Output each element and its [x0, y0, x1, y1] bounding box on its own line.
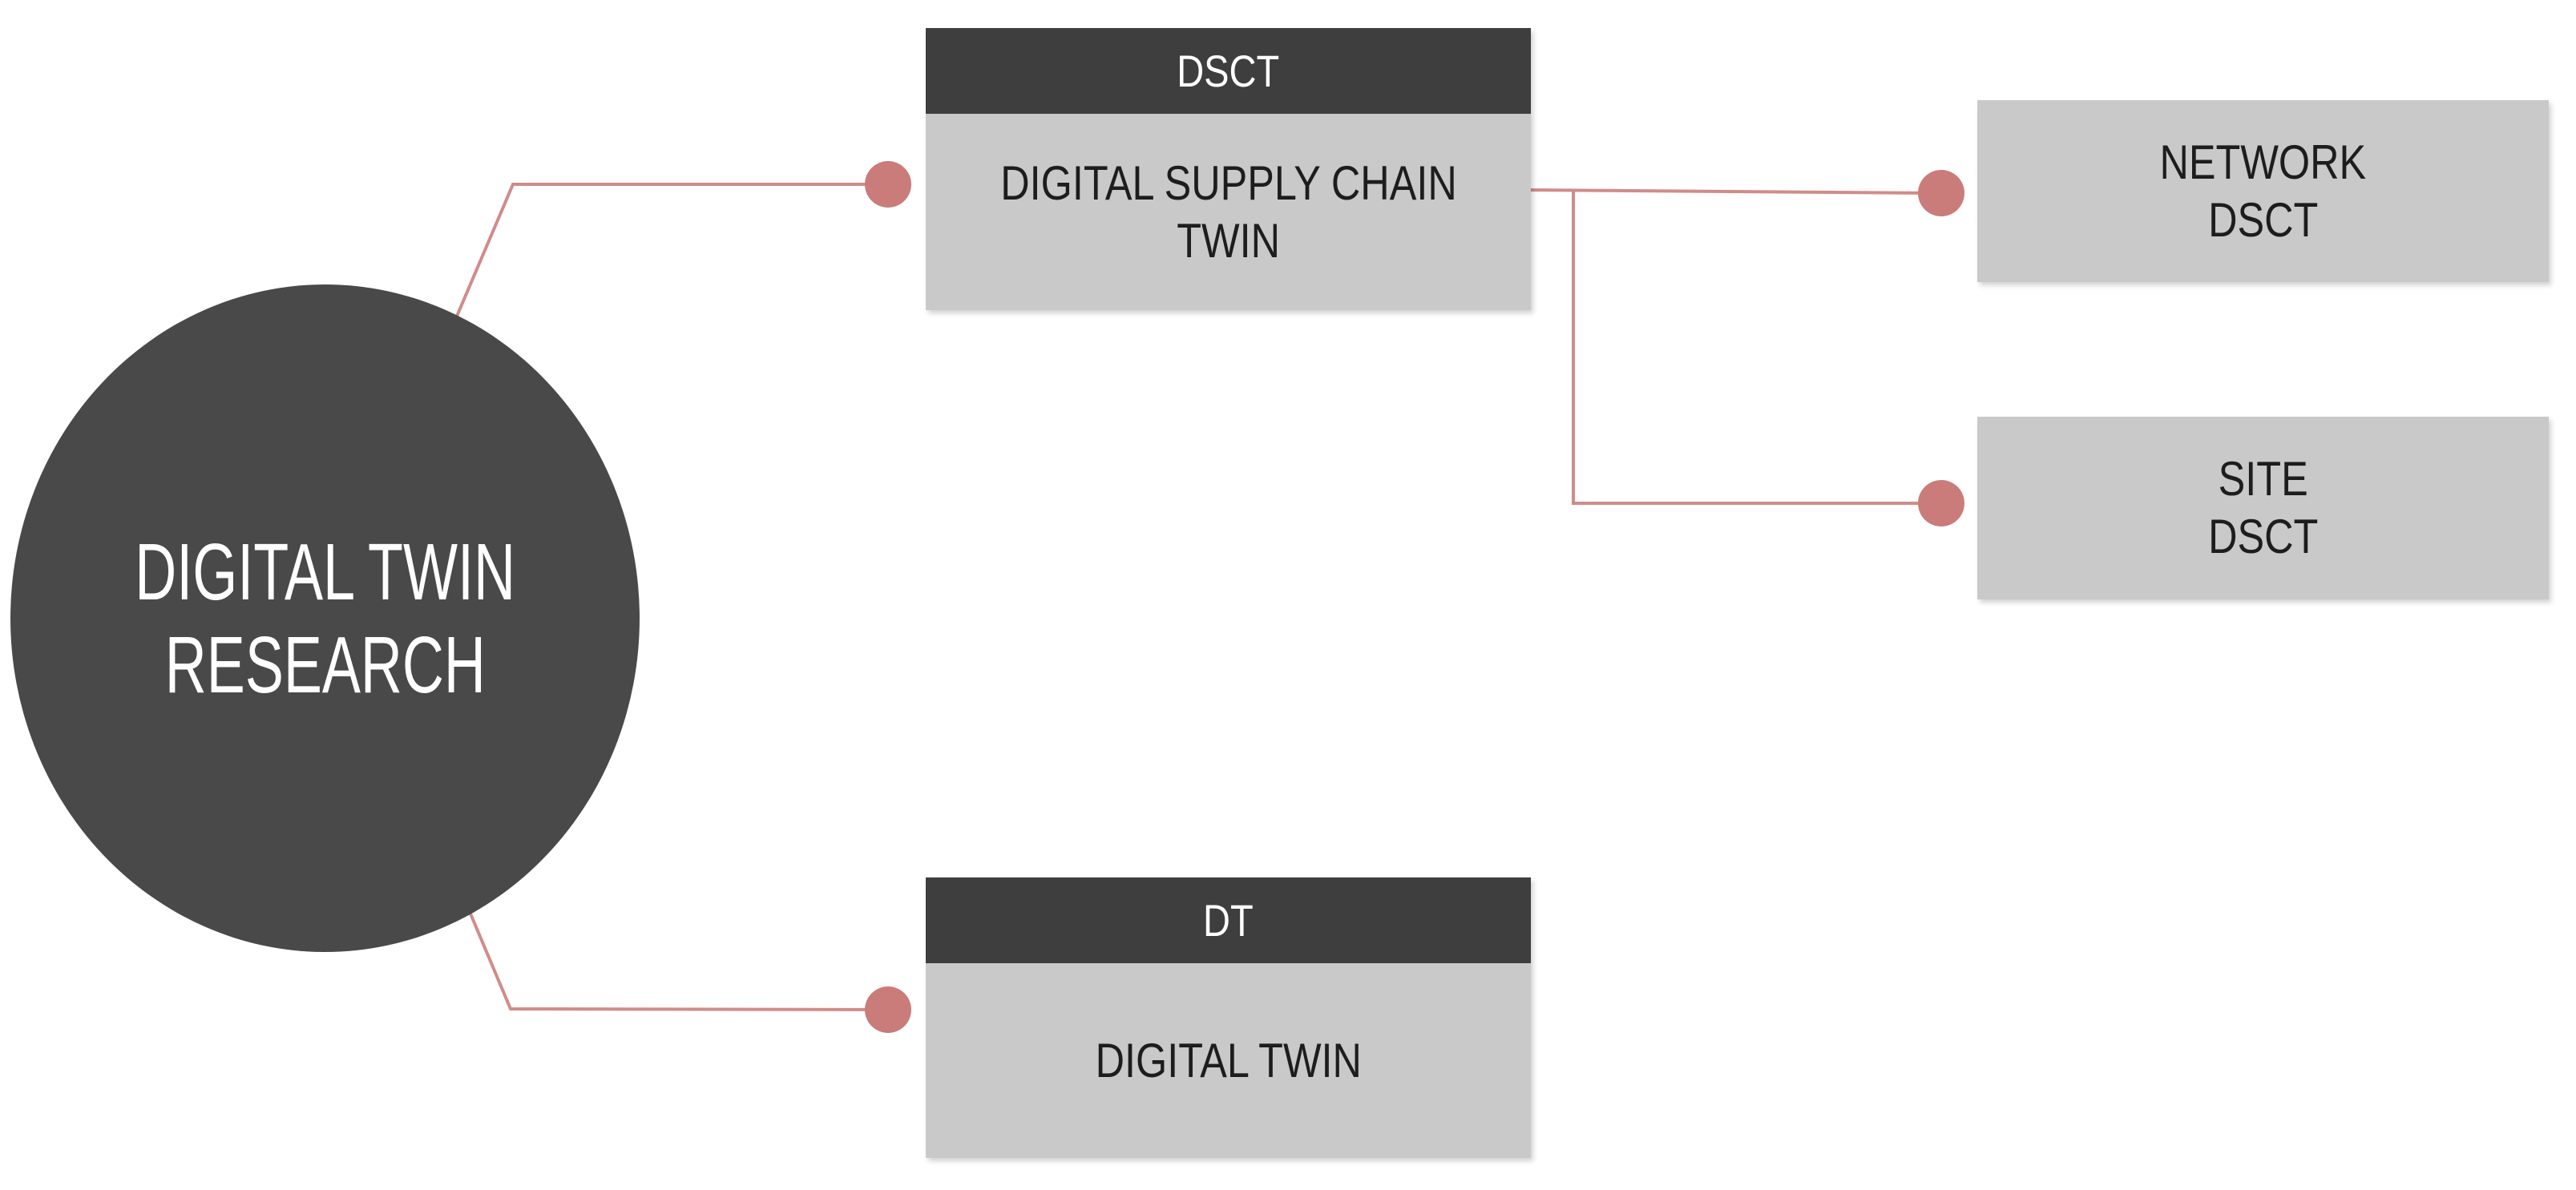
connector-dot-network [1918, 170, 1964, 216]
connector-dot-dsct [865, 161, 911, 208]
node-site-dsct: SITE DSCT [1977, 417, 2549, 599]
node-dsct-body-line1: DIGITAL SUPPLY CHAIN [999, 155, 1457, 210]
node-dt-body: DIGITAL TWIN [926, 963, 1531, 1158]
node-network-dsct: NETWORK DSCT [1977, 100, 2549, 282]
root-node-label-line2: RESEARCH [164, 619, 486, 710]
root-node-digital-twin-research: DIGITAL TWIN RESEARCH [10, 284, 640, 952]
connector-dot-dt [865, 986, 911, 1033]
connector-dsct-to-site [1572, 192, 1941, 505]
node-dt-body-line1: DIGITAL TWIN [1095, 1033, 1362, 1087]
root-node-label-line1: DIGITAL TWIN [135, 526, 515, 617]
node-dsct-body: DIGITAL SUPPLY CHAIN TWIN [926, 114, 1531, 310]
connector-dsct-to-network [1526, 188, 1942, 195]
connector-root-to-dsct [447, 183, 888, 336]
node-dsct-body-line2: TWIN [1177, 213, 1280, 268]
node-site-dsct-line1: SITE [2218, 452, 2308, 506]
connector-dot-site [1918, 480, 1964, 526]
node-dt-header-label: DT [1203, 894, 1254, 946]
node-site-dsct-line2: DSCT [2207, 510, 2319, 563]
connector-root-to-dt [458, 886, 889, 1011]
node-dt-header: DT [926, 877, 1531, 963]
node-dsct-header: DSCT [926, 28, 1531, 114]
node-network-dsct-line2: DSCT [2207, 192, 2319, 247]
node-dsct: DSCT DIGITAL SUPPLY CHAIN TWIN [926, 28, 1531, 310]
node-dt: DT DIGITAL TWIN [926, 877, 1531, 1158]
node-dsct-header-label: DSCT [1177, 45, 1280, 96]
node-network-dsct-line1: NETWORK [2159, 135, 2367, 189]
